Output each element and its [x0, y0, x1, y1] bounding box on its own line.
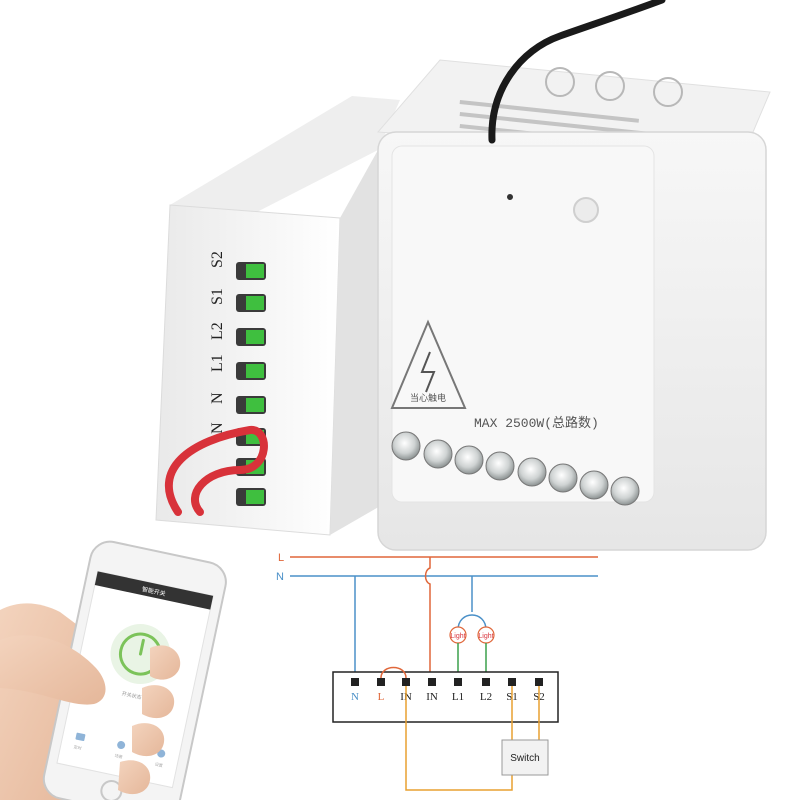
l-in-jumper [380, 666, 407, 679]
terminal-block [332, 671, 559, 723]
terminal-label-l: L [378, 691, 385, 703]
finger-2 [142, 685, 175, 719]
side-label-s2: S2 [209, 251, 226, 268]
timer-nav-icon[interactable] [75, 732, 86, 742]
switch-common-wire [405, 686, 513, 791]
switch-box [501, 739, 549, 776]
module-back-edge [330, 150, 382, 535]
terminal-label-in2: IN [426, 691, 438, 703]
line-label-l: L [278, 552, 284, 564]
finger-1 [150, 645, 181, 680]
max-rating: MAX 2500W(总路数) [474, 415, 599, 431]
finger-4 [118, 760, 151, 795]
module-front: 当心触电 MAX 2500W(总路数) [376, 0, 771, 551]
side-label-l1: L1 [209, 354, 226, 372]
light-label-2: Light [478, 633, 493, 640]
wiring-diagram: L N Light Light N [276, 552, 598, 791]
cert-mark-1 [545, 67, 575, 97]
terminal-label-l2: L2 [480, 691, 492, 703]
side-label-s1: S1 [209, 288, 226, 305]
lightning-icon [420, 351, 436, 393]
warning-text: 当心触电 [410, 392, 446, 404]
l-drop-wire [424, 557, 431, 680]
side-label-l2: L2 [209, 322, 226, 340]
warning-triangle [390, 319, 467, 409]
scene-nav-icon[interactable] [116, 740, 126, 750]
pairing-button[interactable] [573, 197, 599, 223]
cert-mark-3 [653, 77, 683, 107]
module-back-top [170, 96, 400, 232]
line-label-n: N [276, 571, 284, 583]
status-led [507, 194, 513, 200]
terminal-label-n: N [351, 691, 359, 703]
phone-in-hand: 智能开关 开关状态 定时 场景 设置 [0, 540, 227, 800]
terminal-pins [351, 678, 543, 686]
terminal-label-l1: L1 [452, 691, 464, 703]
antenna-cable [488, 0, 666, 144]
thumb [0, 635, 106, 705]
side-label-n1: N [209, 392, 226, 404]
light-label-1: Light [450, 633, 465, 640]
finger-3 [132, 723, 165, 757]
module-back: S2 S1 L2 L1 N N [155, 96, 400, 536]
module-front-panel [391, 145, 655, 503]
nav-label-scene: 场景 [114, 752, 123, 760]
screw-terminals [391, 431, 640, 506]
nav-label-settings: 设置 [154, 761, 163, 769]
side-label-n2: N [209, 422, 226, 434]
switch-label: Switch [510, 753, 539, 764]
cert-mark-2 [595, 71, 625, 101]
phone-app-bar [94, 571, 214, 610]
home-button[interactable] [99, 779, 123, 800]
phone-status-text: 开关状态 [121, 690, 142, 701]
nav-label-timer: 定时 [73, 743, 82, 751]
red-loop-wire [164, 426, 268, 516]
phone-nav-icons [75, 732, 166, 758]
settings-nav-icon[interactable] [156, 749, 166, 758]
light-neutral-fork [457, 614, 487, 631]
